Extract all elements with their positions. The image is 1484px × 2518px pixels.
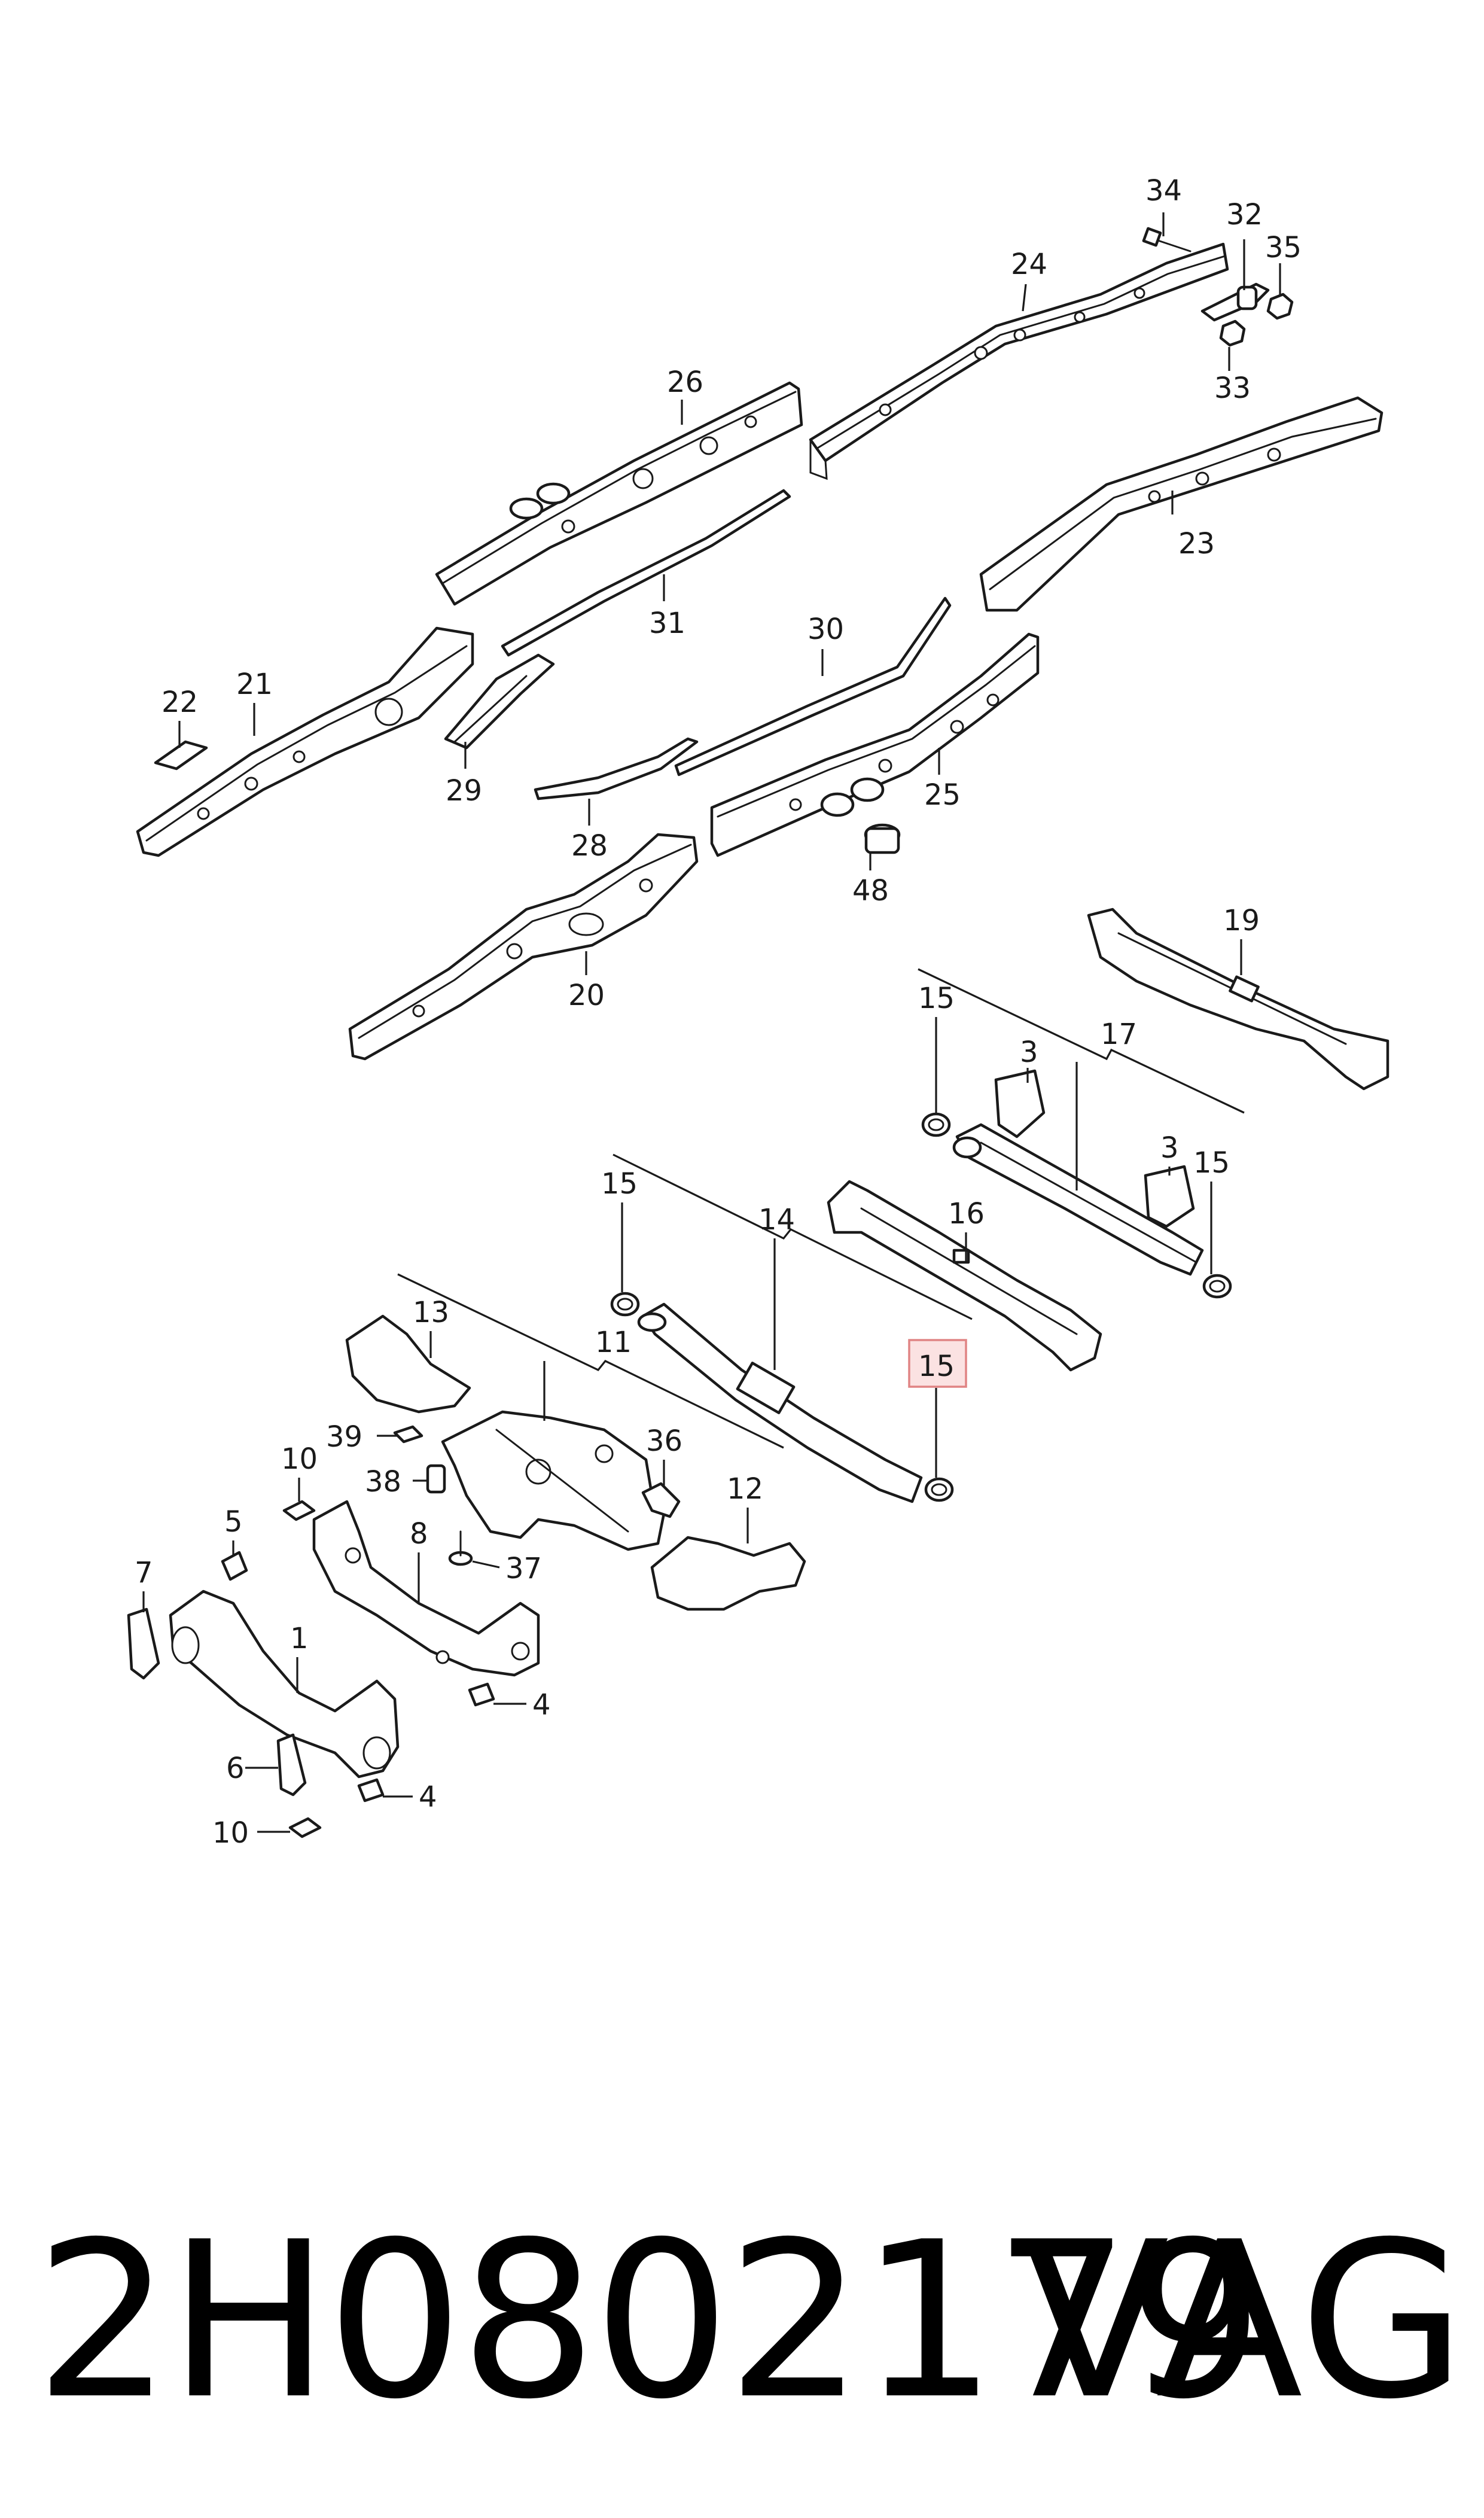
part-6-bracket	[276, 1733, 307, 1797]
callout-38: 38	[365, 1465, 401, 1499]
part-5-clip	[221, 1551, 248, 1581]
callout-12: 12	[727, 1472, 763, 1506]
callout-22: 22	[161, 686, 198, 719]
callout-48: 48	[852, 874, 889, 908]
part-15-ring-a	[921, 1112, 951, 1137]
part-3-bracket-b	[1144, 1165, 1195, 1228]
callout-17: 17	[1101, 1018, 1137, 1051]
callout-7: 7	[135, 1556, 153, 1590]
callout-3a: 3	[1020, 1036, 1038, 1069]
callout-15d: 15	[918, 1350, 955, 1383]
part-25-rail	[710, 632, 1040, 857]
callout-15b: 15	[1193, 1146, 1230, 1180]
part-21-rail	[136, 626, 474, 857]
part-15-ring-b	[1202, 1274, 1232, 1299]
callout-30: 30	[807, 613, 844, 646]
part-13-bracket	[345, 1314, 471, 1414]
callout-32: 32	[1226, 198, 1263, 232]
callout-13: 13	[413, 1296, 449, 1329]
part-4-clip-b	[357, 1778, 385, 1803]
callout-14: 14	[758, 1203, 795, 1237]
callout-33: 33	[1214, 372, 1251, 405]
part-26-rail	[435, 381, 803, 606]
callout-23: 23	[1178, 527, 1215, 561]
part-15-ring-d	[924, 1477, 954, 1502]
part-17-tube	[952, 1123, 1204, 1276]
callout-1: 1	[290, 1622, 309, 1655]
brand-name: VAG	[1022, 2196, 1466, 2446]
callout-31: 31	[649, 607, 685, 640]
callout-4a: 4	[532, 1688, 551, 1722]
part-14-tube	[637, 1302, 923, 1503]
parts-diagram: 34 32 35 24 33 26 23 31 30 22 21 29 28 2…	[127, 174, 1389, 1850]
part-15-ring-c	[610, 1292, 640, 1317]
callout-4b: 4	[419, 1780, 437, 1814]
callout-10b: 10	[212, 1816, 249, 1850]
callout-15c: 15	[601, 1167, 638, 1201]
part-38-pin	[426, 1464, 446, 1494]
leader-lines	[142, 212, 1281, 1833]
part-31-strip	[501, 489, 791, 657]
part-23-rail	[979, 396, 1384, 612]
callout-36: 36	[646, 1424, 682, 1458]
callout-35: 35	[1265, 231, 1302, 264]
part-32-bracket	[1200, 282, 1270, 322]
callout-29: 29	[446, 774, 482, 808]
part-24-rail	[809, 242, 1229, 480]
part-34-bolt	[1142, 227, 1192, 252]
part-30-strip	[674, 596, 952, 777]
callout-6: 6	[226, 1752, 245, 1785]
part-37-bolt	[448, 1530, 473, 1566]
callout-16: 16	[948, 1197, 985, 1231]
callout-19: 19	[1223, 904, 1260, 937]
callout-15a: 15	[918, 982, 955, 1015]
part-20-rail	[348, 833, 699, 1061]
part-36-clip	[641, 1482, 681, 1518]
part-29-member	[444, 653, 555, 750]
part-28-member	[534, 737, 699, 800]
part-16-crossmember	[827, 1180, 1102, 1372]
part-3-bracket-a	[994, 1069, 1046, 1138]
highlight-box	[908, 1339, 967, 1388]
part-35-nut	[1266, 293, 1294, 320]
part-11-plate	[441, 1410, 666, 1551]
callout-labels: 34 32 35 24 33 26 23 31 30 22 21 29 28 2…	[135, 174, 1302, 1850]
part-19-crossmember	[1087, 908, 1389, 1091]
callout-5: 5	[224, 1505, 243, 1539]
part-22-pad	[154, 740, 208, 771]
part-39-clip	[393, 1425, 423, 1444]
callout-3b: 3	[1160, 1131, 1179, 1165]
callout-39: 39	[326, 1420, 362, 1454]
callout-10a: 10	[281, 1442, 318, 1476]
callout-25: 25	[924, 778, 961, 812]
part-4-clip-a	[468, 1682, 495, 1707]
part-1-rail	[169, 1590, 400, 1779]
callout-26: 26	[667, 366, 703, 399]
part-10-clip-b	[288, 1817, 322, 1838]
part-8-crossmember	[312, 1500, 540, 1677]
part-number: 2H0802179	[35, 2196, 1264, 2446]
part-12-bracket	[650, 1536, 806, 1611]
callout-11: 11	[595, 1326, 632, 1359]
part-7-bracket	[127, 1607, 160, 1680]
callout-28: 28	[571, 829, 608, 863]
part-33-nut	[1219, 319, 1246, 347]
callout-34: 34	[1145, 174, 1182, 208]
callout-21: 21	[236, 668, 273, 701]
callout-20: 20	[568, 979, 605, 1012]
callout-37: 37	[505, 1552, 542, 1585]
part-48-bushing	[864, 823, 901, 854]
part-10-clip-a	[282, 1500, 316, 1521]
callout-24: 24	[1011, 248, 1047, 281]
callout-8: 8	[410, 1517, 428, 1551]
